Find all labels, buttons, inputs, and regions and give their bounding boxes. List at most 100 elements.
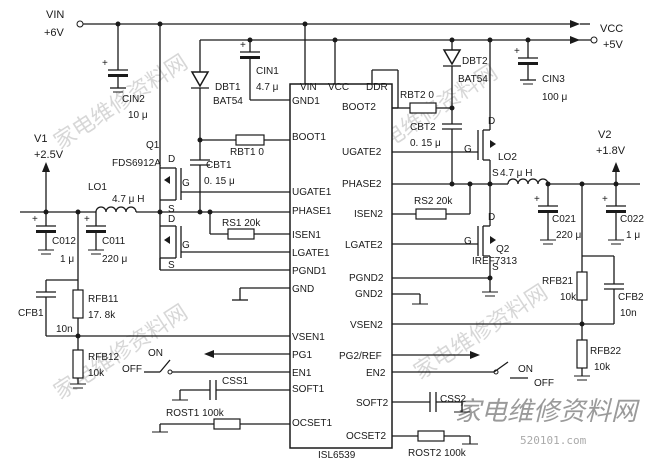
pin-lgate2: LGATE2	[345, 240, 383, 251]
svg-text:10k: 10k	[560, 292, 577, 303]
v2-name: V2	[598, 129, 611, 141]
pg1-arrow	[204, 350, 214, 358]
svg-text:1 μ: 1 μ	[626, 230, 640, 241]
svg-text:CFB2: CFB2	[618, 292, 644, 303]
resistor-rost2: ROST2 100k	[392, 430, 478, 459]
cap-cin2: + CIN2 10 μ	[102, 58, 148, 121]
svg-text:S: S	[492, 168, 499, 179]
svg-text:D: D	[168, 214, 175, 225]
svg-text:RBT2 0: RBT2 0	[400, 90, 434, 101]
pin-ugate2: UGATE2	[342, 147, 382, 158]
pin-isen2: ISEN2	[354, 209, 383, 220]
svg-text:D: D	[488, 116, 495, 127]
inductor-lo1: LO1 4.7 μ H	[20, 182, 160, 213]
vcc-terminal	[590, 36, 598, 44]
svg-text:S: S	[492, 262, 499, 273]
pin-gnd1: GND1	[292, 96, 320, 107]
pin-soft2: SOFT2	[356, 398, 389, 409]
svg-text:C021: C021	[552, 214, 576, 225]
pin-lgate1: LGATE1	[292, 248, 330, 259]
pin-en1: EN1	[292, 368, 312, 379]
cap-cin1: + CIN1 4.7 μ	[240, 37, 290, 101]
svg-text:C022: C022	[620, 214, 644, 225]
svg-text:BAT54: BAT54	[213, 96, 243, 107]
pin-boot1: BOOT1	[292, 132, 326, 143]
svg-text:RS2 20k: RS2 20k	[414, 196, 453, 207]
svg-text:4.7 μ H: 4.7 μ H	[500, 168, 532, 179]
svg-text:RBT1 0: RBT1 0	[230, 147, 264, 158]
pin-gnd: GND	[292, 284, 314, 295]
svg-text:G: G	[182, 240, 190, 251]
svg-text:RS1 20k: RS1 20k	[222, 218, 261, 229]
pin-ugate1: UGATE1	[292, 187, 332, 198]
svg-text:ROST1 100k: ROST1 100k	[166, 408, 225, 419]
vcc-name: VCC	[600, 23, 623, 35]
pin-pgnd2: PGND2	[349, 273, 384, 284]
svg-text:Q1: Q1	[146, 140, 160, 151]
pin-soft1: SOFT1	[292, 384, 325, 395]
svg-text:S: S	[168, 260, 175, 271]
inductor-lo2: LO2 4.7 μ H	[498, 152, 640, 185]
vin-value: +6V	[44, 27, 65, 39]
svg-text:+: +	[102, 58, 108, 69]
svg-text:CIN2: CIN2	[122, 94, 145, 105]
cap-c012: + C012 1 μ	[32, 212, 76, 265]
svg-text:IREF7313: IREF7313	[472, 256, 517, 267]
cap-cfb2: CFB2 10n	[604, 283, 644, 324]
pin-boot2: BOOT2	[342, 102, 376, 113]
svg-text:+: +	[32, 214, 38, 225]
svg-text:10n: 10n	[620, 308, 637, 319]
watermark-brand-3: 家电维修资料网	[50, 300, 193, 405]
v1-value: +2.5V	[34, 149, 64, 161]
svg-text:DBT2: DBT2	[462, 56, 488, 67]
svg-text:4.7 μ: 4.7 μ	[256, 82, 279, 93]
v1-name: V1	[34, 133, 47, 145]
vcc-value: +5V	[603, 39, 624, 51]
svg-text:ON: ON	[148, 348, 163, 359]
svg-text:C011: C011	[102, 236, 126, 247]
svg-text:OFF: OFF	[534, 378, 554, 389]
pin-ocset1: OCSET1	[292, 418, 332, 429]
resistor-rs2: RS2 20k	[392, 181, 473, 220]
svg-text:LO1: LO1	[88, 182, 107, 193]
svg-text:17. 8k: 17. 8k	[88, 310, 116, 321]
resistor-rfb21: RFB21 10k	[542, 271, 588, 324]
svg-text:ON: ON	[518, 364, 533, 375]
switch-en1: ON OFF	[122, 348, 290, 375]
svg-text:G: G	[464, 144, 472, 155]
svg-text:C012: C012	[52, 236, 76, 247]
svg-text:10k: 10k	[594, 362, 611, 373]
svg-text:+: +	[602, 194, 608, 205]
mosfet-q1: Q1 FDS6912A D G S D G S	[112, 140, 290, 271]
pin-pg1: PG1	[292, 350, 312, 361]
svg-text:CFB1: CFB1	[18, 308, 44, 319]
svg-text:+: +	[534, 194, 540, 205]
svg-text:RFB22: RFB22	[590, 346, 622, 357]
svg-text:+: +	[514, 46, 520, 57]
svg-text:FDS6912A: FDS6912A	[112, 158, 161, 169]
pin-phase2: PHASE2	[342, 179, 382, 190]
svg-text:0. 15 μ: 0. 15 μ	[204, 176, 235, 187]
svg-text:LO2: LO2	[498, 152, 517, 163]
ic-body	[289, 83, 393, 449]
cap-cin3: + CIN3 100 μ	[514, 37, 567, 103]
svg-text:Q2: Q2	[496, 244, 510, 255]
resistor-rs1: RS1 20k	[207, 209, 290, 240]
svg-text:1 μ: 1 μ	[60, 254, 74, 265]
pin-ocset2: OCSET2	[346, 431, 386, 442]
ic-name: ISL6539	[318, 450, 356, 461]
pin-vin: VIN	[300, 82, 317, 93]
svg-text:S: S	[168, 204, 175, 215]
svg-text:10 μ: 10 μ	[128, 110, 148, 121]
svg-text:OFF: OFF	[122, 364, 142, 375]
pin-isen1: ISEN1	[292, 230, 321, 241]
svg-text:ROST2 100k: ROST2 100k	[408, 448, 467, 459]
vin-arrow	[570, 20, 580, 28]
svg-text:4.7 μ H: 4.7 μ H	[112, 194, 144, 205]
pin-pg2ref: PG2/REF	[339, 351, 382, 362]
svg-text:220 μ: 220 μ	[556, 230, 581, 241]
diode-dbt2: DBT2 BAT54	[442, 37, 488, 108]
resistor-rfb11: RFB11 17. 8k	[72, 289, 119, 336]
vin-terminal	[76, 20, 84, 28]
